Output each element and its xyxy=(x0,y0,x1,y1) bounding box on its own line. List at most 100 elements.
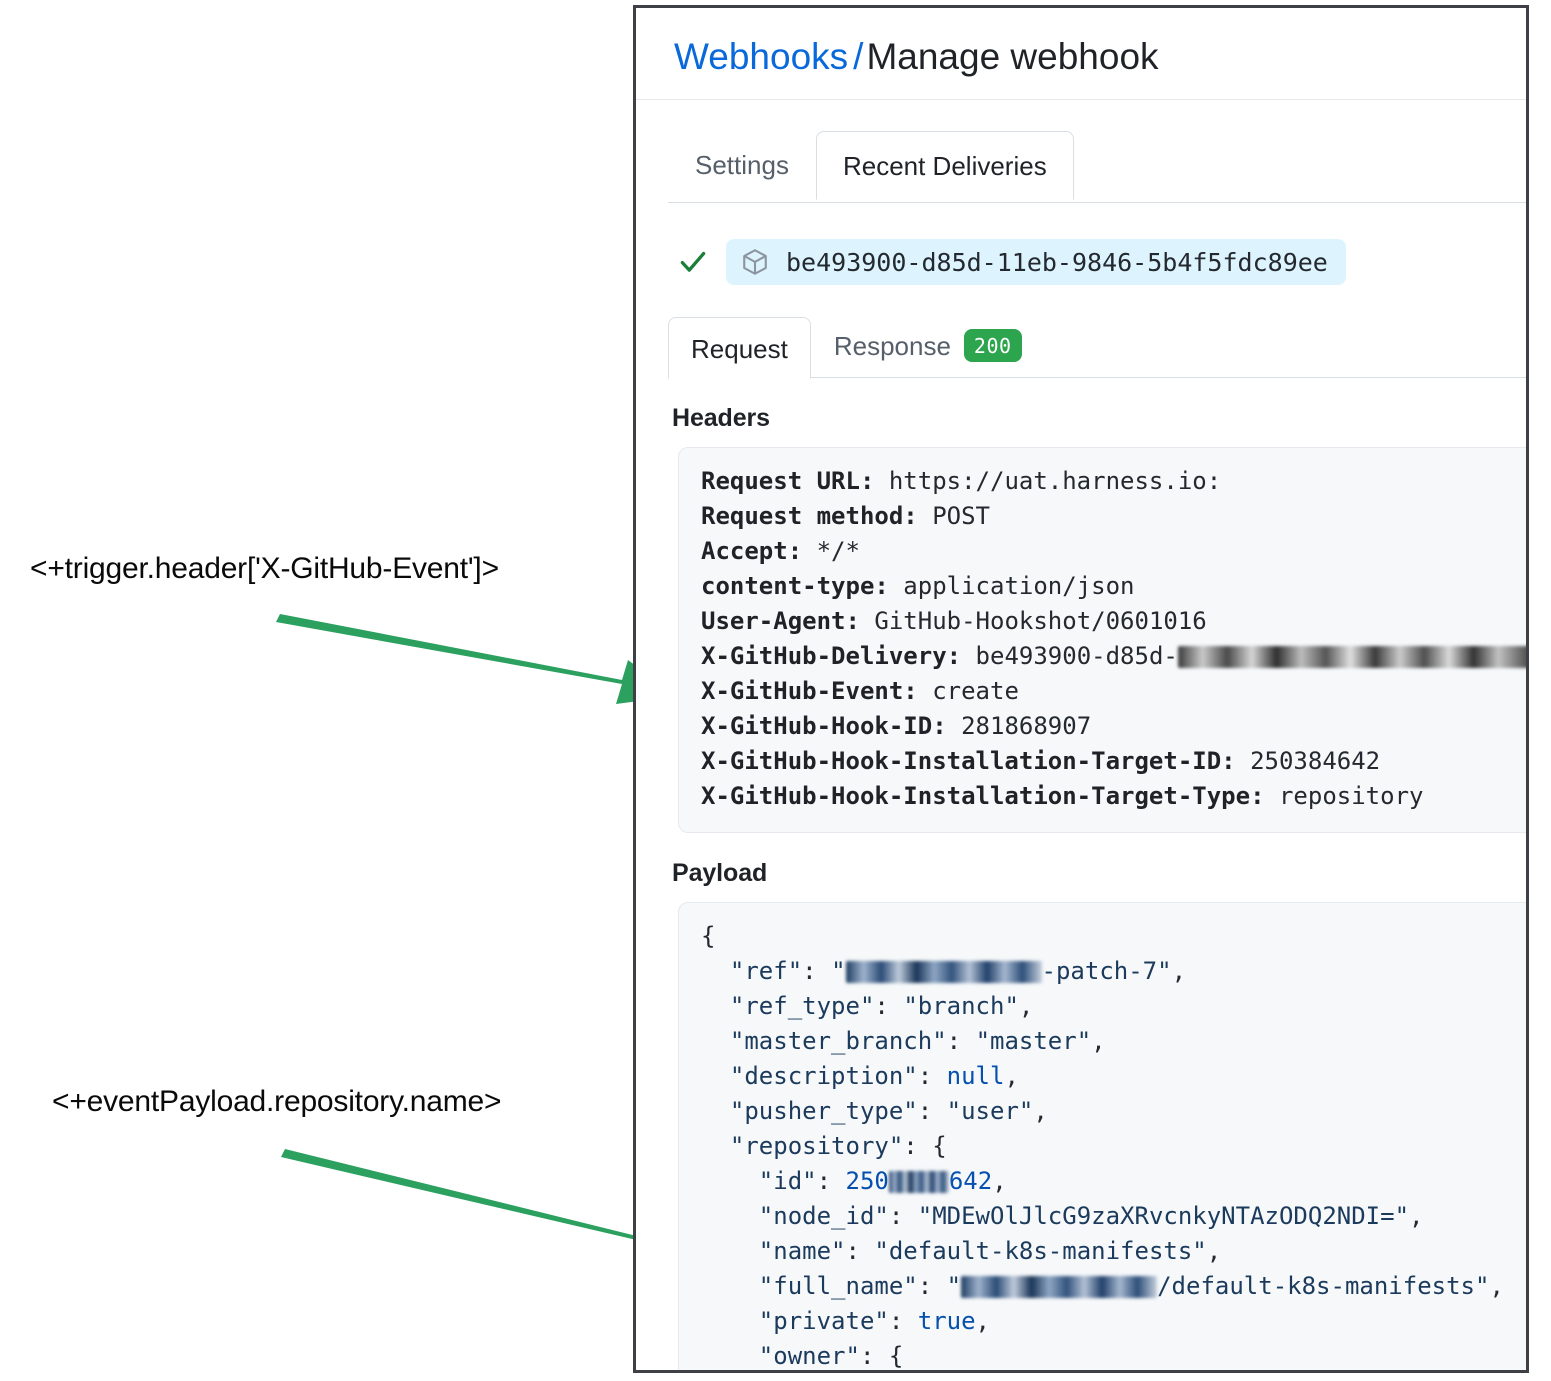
payload-section-title: Payload xyxy=(672,859,768,888)
redacted-repo-id xyxy=(888,1171,949,1194)
payload-value: "master" xyxy=(975,1027,1092,1056)
header-line: X-GitHub-Hook-ID: 281868907 xyxy=(701,709,1526,744)
header-value: 250384642 xyxy=(1250,747,1381,776)
delivery-id-pill[interactable]: be493900-d85d-11eb-9846-5b4f5fdc89ee xyxy=(726,239,1346,286)
payload-colon: : xyxy=(845,1237,875,1266)
header-key: Request method: xyxy=(701,502,918,531)
payload-line: "master_branch": "master", xyxy=(701,1024,1526,1059)
payload-value: null xyxy=(946,1062,1005,1091)
header-line: X-GitHub-Hook-Installation-Target-ID: 25… xyxy=(701,744,1526,779)
payload-colon: : xyxy=(946,1027,976,1056)
payload-colon: : xyxy=(802,957,832,986)
webhook-panel-content: Webhooks/Manage webhook Settings Recent D… xyxy=(636,8,1526,1370)
payload-key: "description" xyxy=(729,1062,918,1091)
payload-value: true xyxy=(917,1307,976,1336)
header-value: repository xyxy=(1278,782,1424,811)
delivery-guid: be493900-d85d-11eb-9846-5b4f5fdc89ee xyxy=(786,247,1328,277)
header-key: X-GitHub-Delivery: xyxy=(701,642,962,671)
payload-key: "pusher_type" xyxy=(729,1097,918,1126)
payload-comma: , xyxy=(1033,1097,1048,1126)
header-line: X-GitHub-Hook-Installation-Target-Type: … xyxy=(701,779,1526,814)
payload-key: "master_branch" xyxy=(729,1027,947,1056)
header-key: X-GitHub-Hook-Installation-Target-Type: xyxy=(701,782,1265,811)
payload-comma: , xyxy=(975,1307,990,1336)
headers-code-block: Request URL: https://uat.harness.io: Req… xyxy=(678,447,1526,834)
breadcrumb: Webhooks/Manage webhook xyxy=(674,36,1526,77)
annotation-label-event-payload: <+eventPayload.repository.name> xyxy=(52,1085,502,1118)
payload-line-full-name: "full_name": "/default-k8s-manifests", xyxy=(701,1269,1526,1304)
payload-line: "node_id": "MDEwOlJlcG9zaXRvcnkyNTAzODQ2… xyxy=(701,1199,1526,1234)
header-value: create xyxy=(932,677,1019,706)
header-line: Request method: POST xyxy=(701,499,1526,534)
payload-line-repository: "repository": { xyxy=(701,1129,1526,1164)
payload-comma: , xyxy=(992,1167,1007,1196)
header-value: https://uat.harness.io: xyxy=(888,467,1222,496)
payload-colon: : xyxy=(903,1132,933,1161)
header-value: POST xyxy=(932,502,990,531)
header-key: X-GitHub-Hook-ID: xyxy=(701,712,947,741)
breadcrumb-link-webhooks[interactable]: Webhooks xyxy=(674,36,849,77)
subtab-request-label: Request xyxy=(691,333,788,364)
header-key: X-GitHub-Hook-Installation-Target-ID: xyxy=(701,747,1236,776)
header-line-delivery: X-GitHub-Delivery: be493900-d85d- xyxy=(701,639,1526,674)
delivery-row[interactable]: be493900-d85d-11eb-9846-5b4f5fdc89ee xyxy=(678,239,1526,286)
payload-line-owner: "owner": { xyxy=(701,1339,1526,1370)
payload-colon: : xyxy=(917,1272,947,1301)
payload-value: "default-k8s-manifests" xyxy=(874,1237,1207,1266)
payload-key: "repository" xyxy=(729,1132,904,1161)
webhook-tabbar: Settings Recent Deliveries xyxy=(668,130,1526,204)
redacted-delivery-id xyxy=(1177,646,1526,669)
payload-colon: : xyxy=(874,992,904,1021)
payload-colon: : xyxy=(917,1097,947,1126)
payload-key: "ref" xyxy=(729,957,803,986)
header-line: Request URL: https://uat.harness.io: xyxy=(701,464,1526,499)
payload-value-suffix: 642 xyxy=(948,1167,993,1196)
header-value: application/json xyxy=(903,572,1135,601)
payload-line: "description": null, xyxy=(701,1059,1526,1094)
tab-settings[interactable]: Settings xyxy=(695,150,789,181)
payload-key: "id" xyxy=(758,1167,817,1196)
payload-string-quote-end: " xyxy=(1475,1272,1490,1301)
header-value: */* xyxy=(816,537,860,566)
payload-line-ref: "ref": "-patch-7", xyxy=(701,954,1526,989)
payload-code-block: { "ref": "-patch-7", "ref_type": "branch… xyxy=(678,902,1526,1370)
payload-key: "owner" xyxy=(758,1342,860,1370)
headers-section-title: Headers xyxy=(672,404,770,433)
tab-recent-deliveries[interactable]: Recent Deliveries xyxy=(815,131,1074,201)
payload-value: "branch" xyxy=(903,992,1019,1021)
payload-brace-open: { xyxy=(701,922,716,951)
payload-brace-open: { xyxy=(932,1132,947,1161)
header-key: X-GitHub-Event: xyxy=(701,677,918,706)
payload-string-quote: " xyxy=(831,957,846,986)
payload-colon: : xyxy=(888,1202,918,1231)
payload-comma: , xyxy=(1206,1237,1222,1266)
payload-comma: , xyxy=(1004,1062,1019,1091)
header-key: Request URL: xyxy=(701,467,875,496)
redacted-full-name-owner xyxy=(961,1276,1158,1299)
subtab-request[interactable]: Request xyxy=(668,316,811,380)
header-key: content-type: xyxy=(701,572,889,601)
payload-line-name: "name": "default-k8s-manifests", xyxy=(701,1234,1526,1269)
redacted-ref-owner xyxy=(845,961,1042,984)
webhook-panel: Webhooks/Manage webhook Settings Recent D… xyxy=(633,5,1529,1373)
payload-comma: , xyxy=(1489,1272,1504,1301)
payload-comma: , xyxy=(1091,1027,1106,1056)
header-key: Accept: xyxy=(701,537,803,566)
payload-value: "MDEwOlJlcG9zaXRvcnkyNTAzODQ2NDI=" xyxy=(917,1202,1410,1231)
page-title: Manage webhook xyxy=(866,36,1159,77)
annotation-arrow-trigger-header xyxy=(276,614,676,704)
header-line-event: X-GitHub-Event: create xyxy=(701,674,1526,709)
payload-value-visible: /default-k8s-manifests xyxy=(1157,1272,1475,1301)
header-value: 281868907 xyxy=(961,712,1092,741)
header-line: content-type: application/json xyxy=(701,569,1526,604)
payload-line: "ref_type": "branch", xyxy=(701,989,1526,1024)
header-line: Accept: */* xyxy=(701,534,1526,569)
payload-brace-open: { xyxy=(888,1342,904,1370)
payload-key: "ref_type" xyxy=(729,992,875,1021)
payload-key: "node_id" xyxy=(758,1202,889,1231)
payload-comma: , xyxy=(1171,957,1187,986)
check-icon xyxy=(680,252,706,273)
